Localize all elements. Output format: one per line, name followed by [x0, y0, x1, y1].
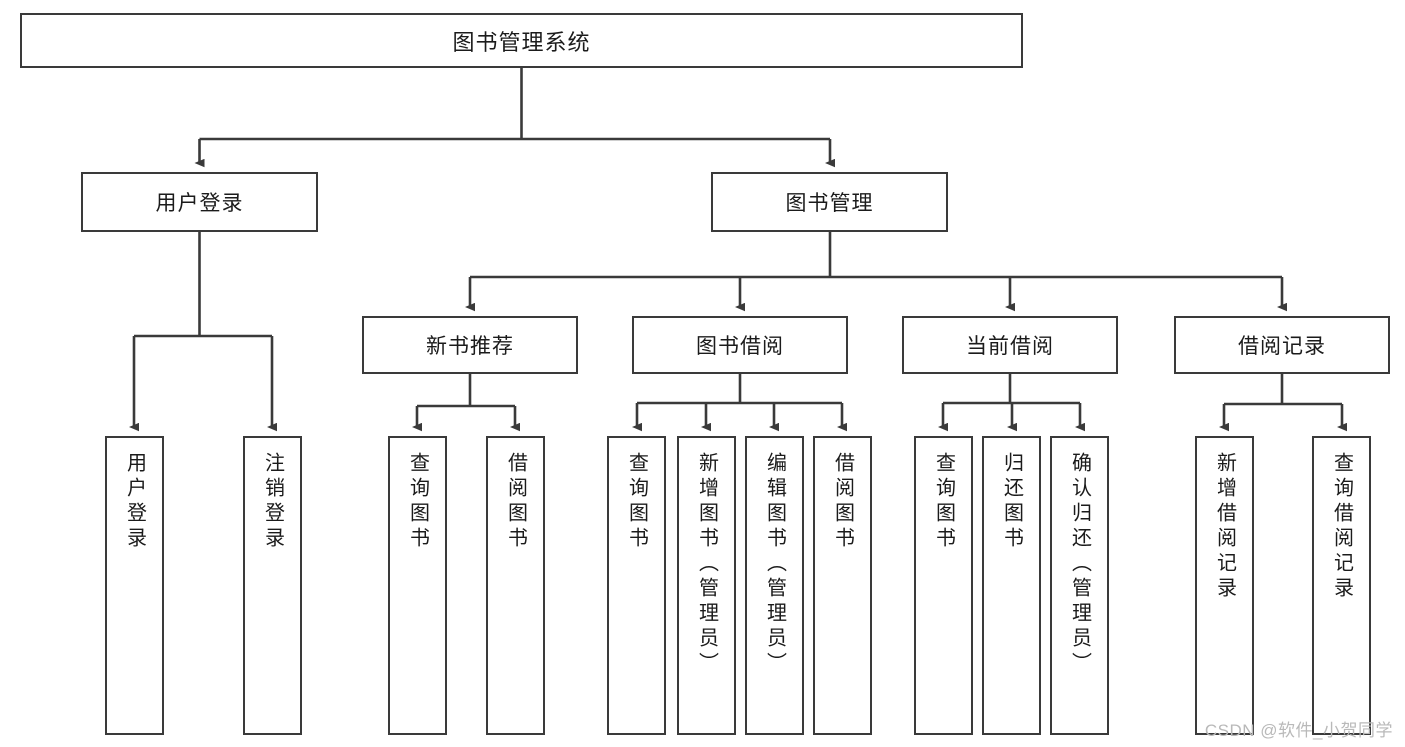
- node-borrow-record[interactable]: 借阅记录: [1174, 316, 1390, 374]
- node-root-book-management-system[interactable]: 图书管理系统: [20, 13, 1023, 68]
- leaf-current-borrow-return-book[interactable]: 归还图书: [982, 436, 1041, 735]
- leaf-book-borrow-edit-book-admin[interactable]: 编辑图书（管理员）: [745, 436, 804, 735]
- node-label: 新增借阅记录: [1213, 452, 1236, 602]
- node-user-login[interactable]: 用户登录: [81, 172, 318, 232]
- node-label: 借阅图书: [831, 452, 854, 552]
- leaf-current-borrow-confirm-return-admin[interactable]: 确认归还（管理员）: [1050, 436, 1109, 735]
- leaf-borrow-record-add-record[interactable]: 新增借阅记录: [1195, 436, 1254, 735]
- node-label: 注销登录: [261, 452, 284, 552]
- leaf-new-book-query-book[interactable]: 查询图书: [388, 436, 447, 735]
- node-label: 图书借阅: [696, 335, 784, 358]
- leaf-book-borrow-borrow-book[interactable]: 借阅图书: [813, 436, 872, 735]
- node-label: 查询图书: [406, 452, 429, 552]
- leaf-user-login-logout[interactable]: 注销登录: [243, 436, 302, 735]
- node-label: 图书管理: [785, 192, 874, 215]
- node-current-borrow[interactable]: 当前借阅: [902, 316, 1118, 374]
- node-label: 查询借阅记录: [1330, 452, 1353, 602]
- node-label: 用户登录: [123, 452, 146, 552]
- node-label: 新增图书（管理员）: [695, 452, 718, 677]
- node-label: 借阅图书: [504, 452, 527, 552]
- node-label: 确认归还（管理员）: [1068, 452, 1091, 677]
- leaf-new-book-borrow-book[interactable]: 借阅图书: [486, 436, 545, 735]
- leaf-user-login-login[interactable]: 用户登录: [105, 436, 164, 735]
- watermark-text: CSDN @软件_小贺同学: [1204, 721, 1393, 740]
- node-label: 查询图书: [932, 452, 955, 552]
- node-book-borrow[interactable]: 图书借阅: [632, 316, 848, 374]
- leaf-book-borrow-add-book-admin[interactable]: 新增图书（管理员）: [677, 436, 736, 735]
- node-label: 图书管理系统: [452, 29, 591, 55]
- node-label: 当前借阅: [966, 335, 1054, 358]
- node-book-management[interactable]: 图书管理: [711, 172, 948, 232]
- node-label: 编辑图书（管理员）: [763, 452, 786, 677]
- leaf-current-borrow-query-book[interactable]: 查询图书: [914, 436, 973, 735]
- node-label: 查询图书: [625, 452, 648, 552]
- node-label: 借阅记录: [1238, 335, 1326, 358]
- node-new-book-recommend[interactable]: 新书推荐: [362, 316, 578, 374]
- leaf-borrow-record-query-record[interactable]: 查询借阅记录: [1312, 436, 1371, 735]
- node-label: 用户登录: [155, 192, 244, 215]
- node-label: 归还图书: [1000, 452, 1023, 552]
- node-label: 新书推荐: [426, 335, 514, 358]
- leaf-book-borrow-query-book[interactable]: 查询图书: [607, 436, 666, 735]
